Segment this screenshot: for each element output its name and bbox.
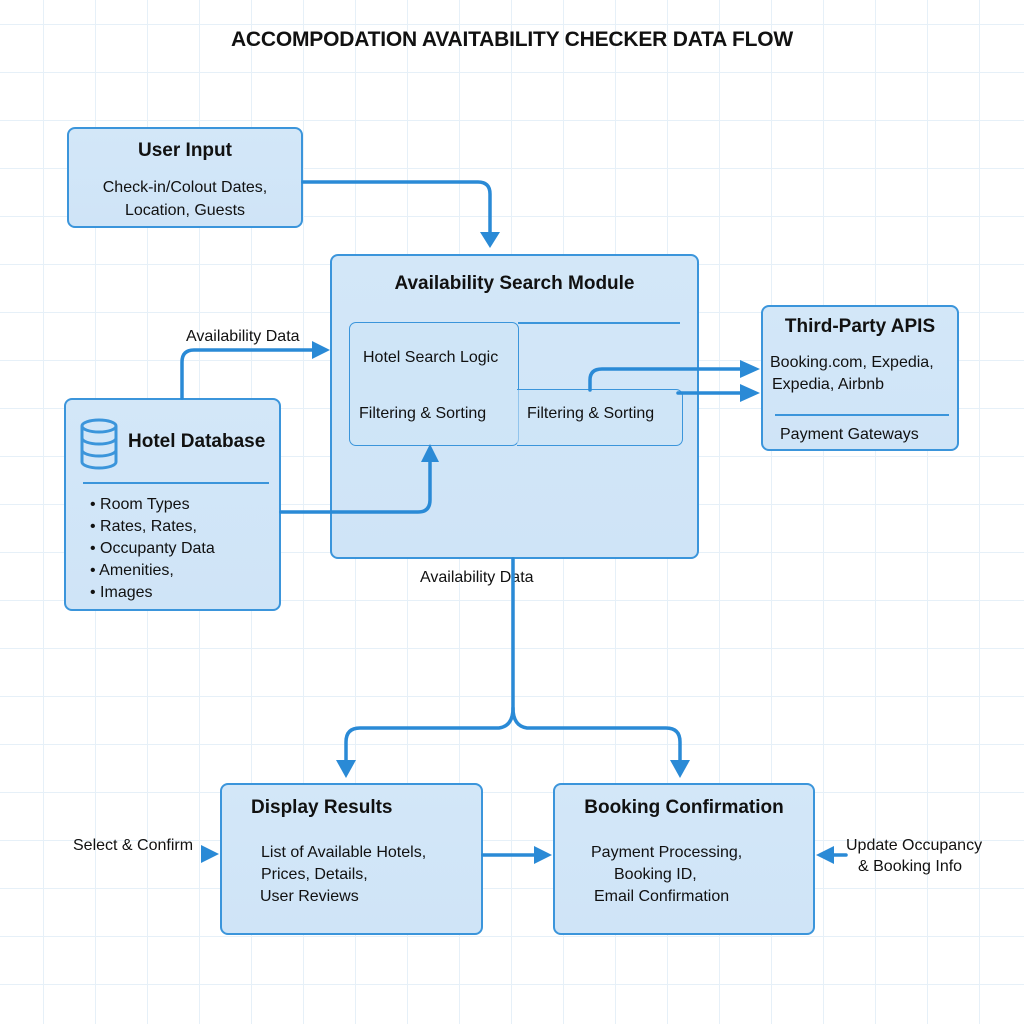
- arrowhead-update-occupancy: [816, 846, 834, 864]
- edge-search-down-right: [511, 706, 682, 764]
- third-party-title: Third-Party APIS: [784, 316, 936, 337]
- booking-confirmation-title: Booking Confirmation: [584, 797, 784, 818]
- db-item-text: Room Types: [100, 496, 190, 513]
- arrowhead-display: [336, 760, 356, 778]
- third-party-line-2: Expedia, Airbnb: [772, 376, 885, 393]
- arrowhead-booking: [670, 760, 690, 778]
- display-results-title: Display Results: [251, 797, 393, 818]
- db-item: • Images: [90, 584, 153, 601]
- third-party-apis-node[interactable]: Third-Party APIS Booking.com, Expedia, E…: [761, 305, 959, 451]
- payment-gateways-label: Payment Gateways: [780, 426, 919, 443]
- third-party-divider: [775, 414, 949, 416]
- display-results-line-1: List of Available Hotels,: [261, 844, 427, 861]
- search-module-divider: [518, 322, 680, 324]
- db-item-text: Rates, Rates,: [100, 518, 197, 535]
- hotel-database-items: • Room Types • Rates, Rates, • Occupanty…: [90, 494, 215, 604]
- user-input-title: User Input: [138, 140, 232, 161]
- hotel-search-logic-label: Hotel Search Logic: [363, 349, 499, 366]
- booking-line-2: Booking ID,: [614, 866, 697, 883]
- arrowhead-display-to-booking: [534, 846, 552, 864]
- edge-label-availability-data-bottom: Availability Data: [420, 569, 534, 586]
- db-item: • Amenities,: [90, 562, 174, 579]
- arrowhead-api-1: [740, 360, 760, 378]
- booking-confirmation-node[interactable]: Booking Confirmation Payment Processing,…: [553, 783, 815, 935]
- booking-line-1: Payment Processing,: [591, 844, 743, 861]
- arrowhead-select-confirm: [201, 845, 219, 863]
- user-input-line-2: Location, Guests: [124, 202, 246, 219]
- display-results-line-2: Prices, Details,: [261, 866, 368, 883]
- display-results-line-3: User Reviews: [260, 888, 359, 905]
- hotel-database-title: Hotel Database: [128, 431, 266, 452]
- hotel-database-node[interactable]: Hotel Database • Room Types • Rates, Rat…: [64, 398, 281, 611]
- edge-label-update-occupancy-2: & Booking Info: [858, 858, 963, 875]
- filtering-sorting-label-right: Filtering & Sorting: [527, 405, 655, 422]
- edge-user-input-to-search: [301, 180, 492, 238]
- display-results-node[interactable]: Display Results List of Available Hotels…: [220, 783, 483, 935]
- arrowhead-db-to-search: [312, 341, 330, 359]
- edge-label-update-occupancy-1: Update Occupancy: [846, 837, 983, 854]
- db-item-text: Occupanty Data: [100, 540, 215, 557]
- edge-label-select-confirm: Select & Confirm: [73, 837, 194, 854]
- db-item-text: Amenities,: [99, 562, 174, 579]
- filtering-sorting-panel[interactable]: Filtering & Sorting: [517, 389, 683, 446]
- edge-db-to-search: [180, 348, 316, 400]
- db-item: • Occupanty Data: [90, 540, 215, 557]
- arrowhead-api-2: [740, 384, 760, 402]
- search-module-title: Availability Search Module: [394, 273, 635, 294]
- db-item-text: Images: [100, 584, 153, 601]
- search-module-node[interactable]: Availability Search Module Hotel Search …: [330, 254, 699, 559]
- edge-label-availability-data-left: Availability Data: [186, 328, 300, 345]
- hotel-search-logic-panel[interactable]: Hotel Search Logic Filtering & Sorting: [349, 322, 519, 446]
- user-input-line-1: Check-in/Colout Dates,: [102, 179, 268, 196]
- third-party-line-1: Booking.com, Expedia,: [770, 354, 934, 371]
- db-item: • Rates, Rates,: [90, 518, 197, 535]
- booking-line-3: Email Confirmation: [594, 888, 730, 905]
- arrowhead-user-input: [480, 232, 500, 248]
- diagram-title: ACCOMPODATION AVAITABILITY CHECKER DATA …: [230, 28, 794, 51]
- filtering-sorting-label-left: Filtering & Sorting: [359, 405, 487, 422]
- user-input-node[interactable]: User Input Check-in/Colout Dates, Locati…: [67, 127, 303, 228]
- edge-search-down: [344, 557, 515, 764]
- db-item: • Room Types: [90, 496, 190, 513]
- database-icon: [80, 418, 118, 470]
- hotel-database-divider: [83, 482, 269, 484]
